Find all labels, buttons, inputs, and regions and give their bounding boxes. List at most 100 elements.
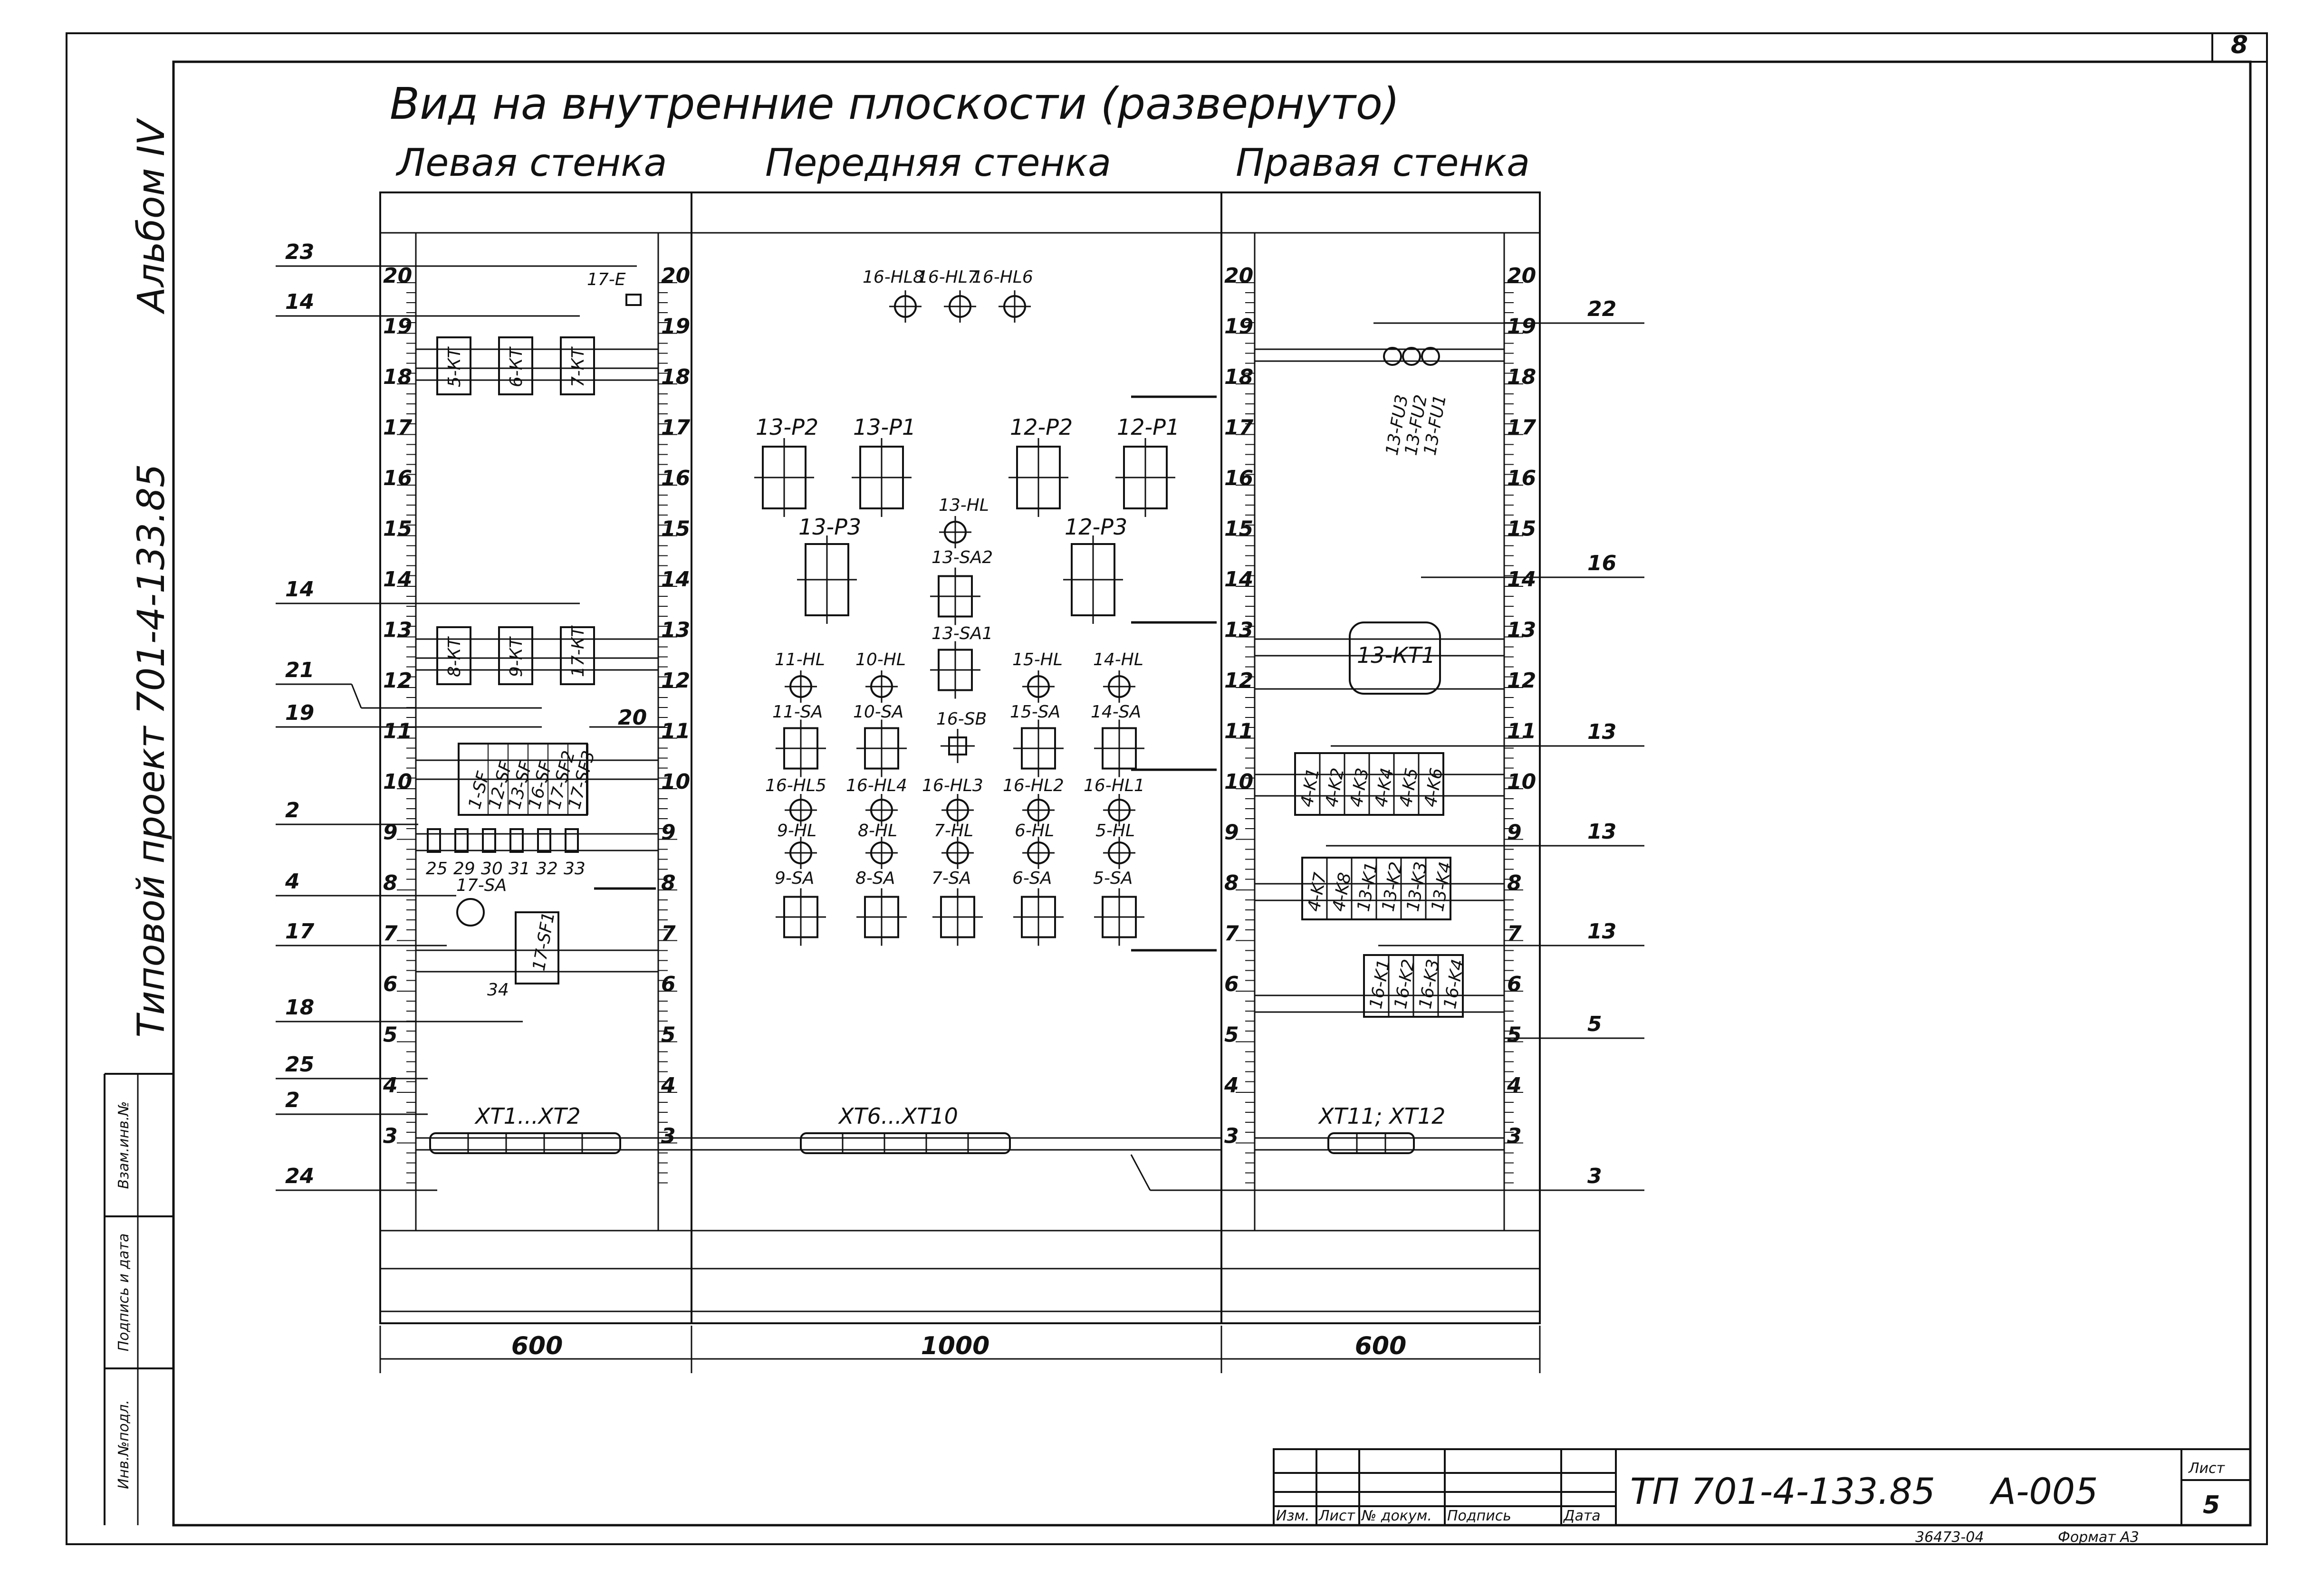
scale-2-6: 6 xyxy=(1224,972,1239,996)
scale-3-4: 4 xyxy=(1507,1073,1522,1098)
scale-0-14: 14 xyxy=(383,567,412,592)
scale-0-15: 15 xyxy=(383,517,412,541)
tb-archive: 36473-04 xyxy=(1915,1529,1984,1546)
lamp-row1-label-0: 11-HL xyxy=(775,650,825,669)
scale-3-3: 3 xyxy=(1507,1124,1522,1148)
right-callout-3: 13 xyxy=(1587,820,1616,844)
breaker-group xyxy=(458,743,588,816)
scale-1-20: 20 xyxy=(661,264,690,288)
rail-terminal-5 xyxy=(565,828,579,853)
relay-top-2 xyxy=(560,336,595,395)
scale-0-8: 8 xyxy=(383,871,398,895)
switch-row3-label-4: 5-SA xyxy=(1093,869,1133,888)
lamp-row2-3 xyxy=(1022,794,1055,826)
lamp-top-2 xyxy=(999,290,1031,323)
scale-3-9: 9 xyxy=(1507,821,1522,845)
lamp-row2-label-4: 16-HL1 xyxy=(1084,776,1145,795)
scale-0-18: 18 xyxy=(383,365,412,389)
scale-1-13: 13 xyxy=(661,618,690,642)
relay-row2-label-5: 13-K4 xyxy=(1428,860,1456,913)
scale-3-18: 18 xyxy=(1507,365,1536,389)
tb-header-1: Лист xyxy=(1318,1508,1356,1524)
scale-3-7: 7 xyxy=(1507,922,1522,946)
tb-code: ТП 701-4-133.85 xyxy=(1630,1470,1935,1512)
scale-1-11: 11 xyxy=(661,719,690,744)
scale-2-20: 20 xyxy=(1224,264,1253,288)
lamp-row1-label-3: 14-HL xyxy=(1093,650,1143,669)
meter-mid-1 xyxy=(1063,535,1123,624)
lamp-row3-label-3: 6-HL xyxy=(1015,821,1054,841)
scale-1-3: 3 xyxy=(661,1124,676,1148)
scale-1-8: 8 xyxy=(661,871,676,895)
switch-17-sa-label: 17-SA xyxy=(456,876,507,895)
switch-row3-label-0: 9-SA xyxy=(775,869,814,888)
stamp-field-1: Взам.инв.№ xyxy=(115,1101,132,1189)
rail-number-2: 30 xyxy=(481,859,503,879)
lamp-row3-4 xyxy=(1103,837,1135,869)
relay-row3-label-1: 16-K2 xyxy=(1391,958,1419,1011)
scale-2-3: 3 xyxy=(1224,1124,1239,1148)
scale-1-18: 18 xyxy=(661,365,690,389)
right-callout-1: 16 xyxy=(1587,551,1616,575)
scale-1-17: 17 xyxy=(661,416,691,440)
scale-2-17: 17 xyxy=(1224,416,1254,440)
scale-3-20: 20 xyxy=(1507,264,1536,288)
scale-1-5: 5 xyxy=(661,1023,676,1047)
breaker-callout: 20 xyxy=(618,706,647,730)
scale-2-11: 11 xyxy=(1224,719,1253,744)
wall-label-right: Правая стенка xyxy=(1236,141,1530,185)
lamp-row2-label-3: 16-HL2 xyxy=(1003,776,1064,795)
scale-2-12: 12 xyxy=(1224,669,1253,693)
terminal-front-label: XT6...XT10 xyxy=(838,1103,958,1129)
switch-row1-0 xyxy=(776,719,826,777)
switch-row3-1 xyxy=(856,888,907,946)
left-callout-10: 2 xyxy=(285,1088,300,1112)
switch-row1-3 xyxy=(1094,719,1144,777)
relay-row1 xyxy=(1294,752,1444,816)
tb-doc: А-005 xyxy=(1989,1470,2098,1512)
scale-3-12: 12 xyxy=(1507,669,1536,693)
tb-sheet-label: Лист xyxy=(2188,1460,2226,1477)
tb-format: Формат А3 xyxy=(2058,1529,2139,1546)
scale-0-9: 9 xyxy=(383,821,398,845)
meter-top-label-2: 12-P2 xyxy=(1010,414,1073,440)
lamp-row1-label-2: 15-HL xyxy=(1012,650,1063,669)
project-label: Типовой проект 701-4-133.85 xyxy=(130,464,173,1038)
scale-1-9: 9 xyxy=(661,821,676,845)
scale-3-5: 5 xyxy=(1507,1023,1522,1047)
stamp-field-3: Инв.№подл. xyxy=(115,1400,132,1489)
rail-terminal-0 xyxy=(427,828,441,853)
right-callout-2: 13 xyxy=(1587,720,1616,744)
scale-1-16: 16 xyxy=(661,466,690,490)
switch-row3-0 xyxy=(776,888,826,946)
relay-13-kt1-label: 13-КТ1 xyxy=(1357,642,1435,668)
scale-2-16: 16 xyxy=(1224,466,1253,490)
breaker-main xyxy=(515,911,559,984)
scale-3-14: 14 xyxy=(1507,567,1536,592)
rail-terminal-4 xyxy=(537,828,551,853)
breaker-main-num: 34 xyxy=(487,980,509,1000)
relay-top-0 xyxy=(436,336,471,395)
tb-header-4: Дата xyxy=(1563,1508,1601,1524)
scale-2-15: 15 xyxy=(1224,517,1253,541)
lamp-row2-label-0: 16-HL5 xyxy=(765,776,826,795)
lamp-top-label-2: 16-HL6 xyxy=(972,268,1033,287)
relay-row2-label-4: 13-K3 xyxy=(1403,860,1431,913)
relay-mid-label-2: 17-КТ xyxy=(568,625,588,677)
outer-frame xyxy=(66,32,2268,1545)
lamp-row3-0 xyxy=(785,837,817,869)
left-callout-3: 21 xyxy=(285,658,314,682)
lamp-top-label-1: 16-HL7 xyxy=(917,268,979,287)
scale-0-16: 16 xyxy=(383,466,412,490)
switch-13-sa2-label: 13-SA2 xyxy=(932,548,993,567)
scale-0-10: 10 xyxy=(383,770,412,794)
relay-row2-label-3: 13-K2 xyxy=(1378,860,1406,913)
scale-2-18: 18 xyxy=(1224,365,1253,389)
switch-row1-label-1: 10-SA xyxy=(853,702,903,722)
lamp-top-label-0: 16-HL8 xyxy=(863,268,924,287)
switch-row3-4 xyxy=(1094,888,1144,946)
lamp-row1-0 xyxy=(785,670,817,703)
scale-0-20: 20 xyxy=(383,264,412,288)
left-callout-1: 14 xyxy=(285,290,314,314)
